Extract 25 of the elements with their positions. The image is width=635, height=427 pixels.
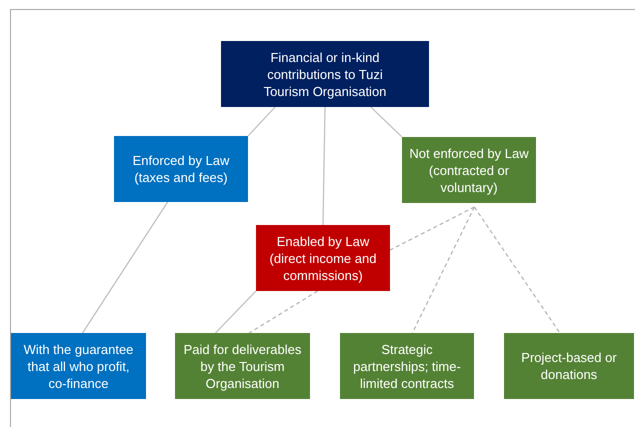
category-box: [256, 225, 390, 291]
category-box: [504, 333, 634, 399]
box-label: Financial or in-kind contributions to Tuzi Tourism Organisation: [262, 48, 388, 100]
dashed-connector: [248, 290, 318, 334]
box-label: With the guarantee that all who profit, co-finance: [22, 340, 134, 392]
dashed-connector: [390, 206, 475, 251]
connector: [82, 202, 168, 334]
category-box: [114, 136, 248, 202]
connector: [248, 106, 276, 136]
category-box: [402, 137, 536, 203]
category-box: [340, 333, 474, 399]
box-label: Project-based or donations: [520, 349, 618, 383]
connector: [215, 290, 256, 334]
box-label: Enforced by Law (taxes and fees): [132, 152, 230, 186]
category-box: [175, 333, 310, 399]
box-label: Enabled by Law (direct income and commissions): [268, 232, 378, 284]
category-box: [11, 333, 146, 399]
connector: [322, 106, 326, 226]
dashed-connector: [474, 206, 560, 334]
category-box: [221, 41, 429, 107]
dashed-connector: [412, 206, 475, 334]
box-label: Strategic partnerships; time-limited contracts: [352, 340, 462, 392]
box-label: Paid for deliverables by the Tourism Organisation: [182, 340, 302, 392]
connector: [370, 106, 402, 138]
box-label: Not enforced by Law (contracted or voluntary): [408, 144, 530, 196]
